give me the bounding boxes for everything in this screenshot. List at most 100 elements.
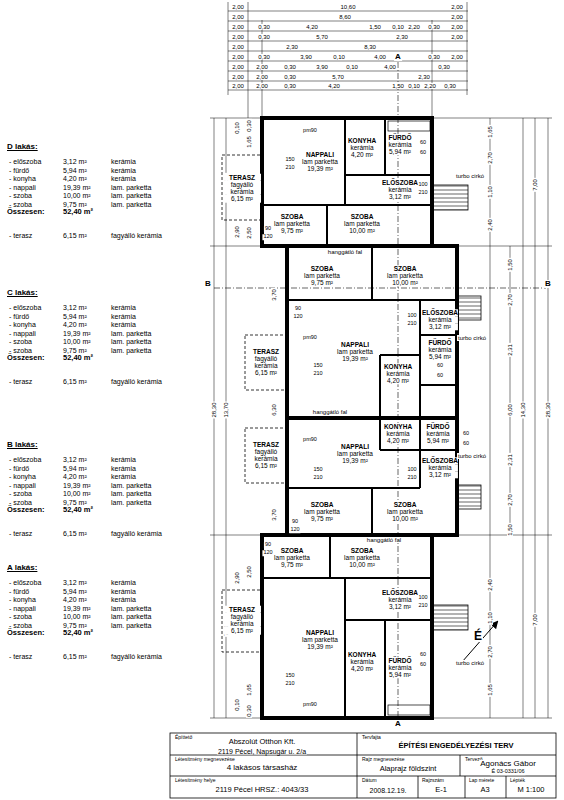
area-table-text: kerámia [110,456,137,463]
opening-size: 100 [417,182,428,188]
dimension-text: 0,10 [407,83,421,89]
room-data: lam parketta [387,272,423,279]
area-table-text: 19,39 m² [62,329,92,336]
room-data: kerámia [422,316,458,323]
room-data: lam parketta [304,508,340,515]
area-table-text: 5,94 m² [62,464,88,471]
area-table-text: Összesen: [6,208,46,216]
room-name: FÜRDŐ [388,657,411,664]
room-label: FÜRDŐkerámia5,94 m² [388,657,411,678]
opening-size: 210 [417,190,428,196]
area-table-text: kerámia [110,175,137,182]
room-label: TERASZfagyálló kerámia6,15 m² [247,348,285,377]
dimension-text: 2,00 [255,64,269,70]
opening-size: 210 [284,165,295,171]
room-data: 3,12 m² [422,324,458,331]
dimension-text: 0,30 [437,64,451,70]
area-table-text: 10,00 m² [62,192,92,199]
area-table-text: - előszoba [8,579,42,586]
room-data: 6,15 m² [223,195,261,202]
room-data: 5,94 m² [428,354,451,361]
area-table-text: - nappali [8,481,37,488]
boiler-note: turbo cirkó [457,335,487,341]
area-table-text: 52,40 m² [62,354,94,362]
room-label: NAPPALIlam parketta19,39 m² [302,629,338,650]
dimension-text: 4,20 [327,83,341,89]
area-table-text: 6,15 m² [62,232,88,239]
dimension-text: 6,30 [271,403,277,417]
dimension-text: 2,90 [234,571,240,585]
area-table-text: - nappali [8,183,37,190]
dimension-text: 2,00 [255,74,269,80]
opening-size: 150 [312,467,323,473]
room-label: FÜRDŐkerámia5,94 m² [388,134,411,155]
room-data: lam parketta [274,554,310,561]
area-table-text: Összesen: [6,506,46,514]
dimension-text: 2,00 [450,14,464,20]
room-data: kerámia [422,464,458,471]
room-label: TERASZfagyálló kerámia6,15 m² [247,441,285,470]
dimension-text: 0,30 [246,119,252,133]
area-table-text: 9,75 m² [62,347,88,354]
area-table-text: - konyha [8,596,37,603]
area-table-text: fagyálló kerámia [110,232,163,239]
title-block-text: Létesítmény megnevezése [174,757,236,762]
dimension-text: 2,00 [450,4,464,10]
area-table-text: 4,20 m² [62,175,88,182]
area-table-text: kerámia [110,579,137,586]
area-table-text: 19,39 m² [62,183,92,190]
room-label: SZOBAlam parketta9,75 m² [304,265,340,286]
area-table-text: C lakás: [6,289,39,297]
section-marker: B [204,280,212,288]
boiler-note: turbo cirkó [457,453,487,459]
room-data: 6,15 m² [247,462,285,469]
room-data: 5,94 m² [388,149,411,156]
title-block-text: É 03-0331/06 [490,769,525,775]
title-block-frame [170,733,556,798]
dimension-text: 0,30 [257,24,271,30]
opening-size: 120 [262,234,273,240]
opening-size: 150 [284,673,295,679]
area-table-text: B lakás: [6,441,39,449]
room-label: KONYHAkerámia4,20 m² [384,423,412,444]
opening-size: 60 [462,441,470,447]
dimension-text: 0,30 [427,54,441,60]
room-data: 4,20 m² [348,666,376,673]
room-data: kerámia [384,430,412,437]
dimension-text: 8,30 [363,44,377,50]
room-label: NAPPALIlam parketta19,39 m² [337,443,373,464]
opening-size: 60 [419,652,427,658]
title-block-text: Építtető [174,735,193,740]
room-name: SZOBA [387,501,423,508]
area-table-text: 3,12 m² [62,456,88,463]
dimension-text: 4,00 [383,64,397,70]
room-name: SZOBA [344,547,380,554]
room-data: 10,00 m² [387,516,423,523]
title-block-text: Rajzszám [421,778,445,783]
area-table-text: 4,20 m² [62,321,88,328]
area-table-text: 10,00 m² [62,613,92,620]
area-table-text: A lakás: [6,564,38,572]
opening-size: 150 [284,157,295,163]
area-table-text: 10,00 m² [62,490,92,497]
area-table-text: 19,39 m² [62,481,92,488]
room-data: lam parketta [302,636,338,643]
room-data: 9,75 m² [304,280,340,287]
dimension-text: 1,10 [487,611,493,625]
room-name: SZOBA [344,213,380,220]
area-table-text: Összesen: [6,629,46,637]
dimension-text: 8,60 [338,14,352,20]
opening-size: 60 [462,431,470,437]
area-table-text: lam. parketta [110,490,152,497]
room-data: 4,20 m² [384,378,412,385]
dimension-text: 28,30 [211,401,217,418]
title-block-text: Tervfajta [361,735,382,740]
opening-size: 210 [406,321,417,327]
room-data: 10,00 m² [344,228,380,235]
room-label: SZOBAlam parketta9,75 m² [274,547,310,568]
sound-insulating-walls [262,246,457,535]
title-block-text: Létesítmény helye [174,778,217,783]
dimension-text: 2,00 [231,34,245,40]
room-label: ELŐSZOBAkerámia3,12 m² [422,309,458,330]
